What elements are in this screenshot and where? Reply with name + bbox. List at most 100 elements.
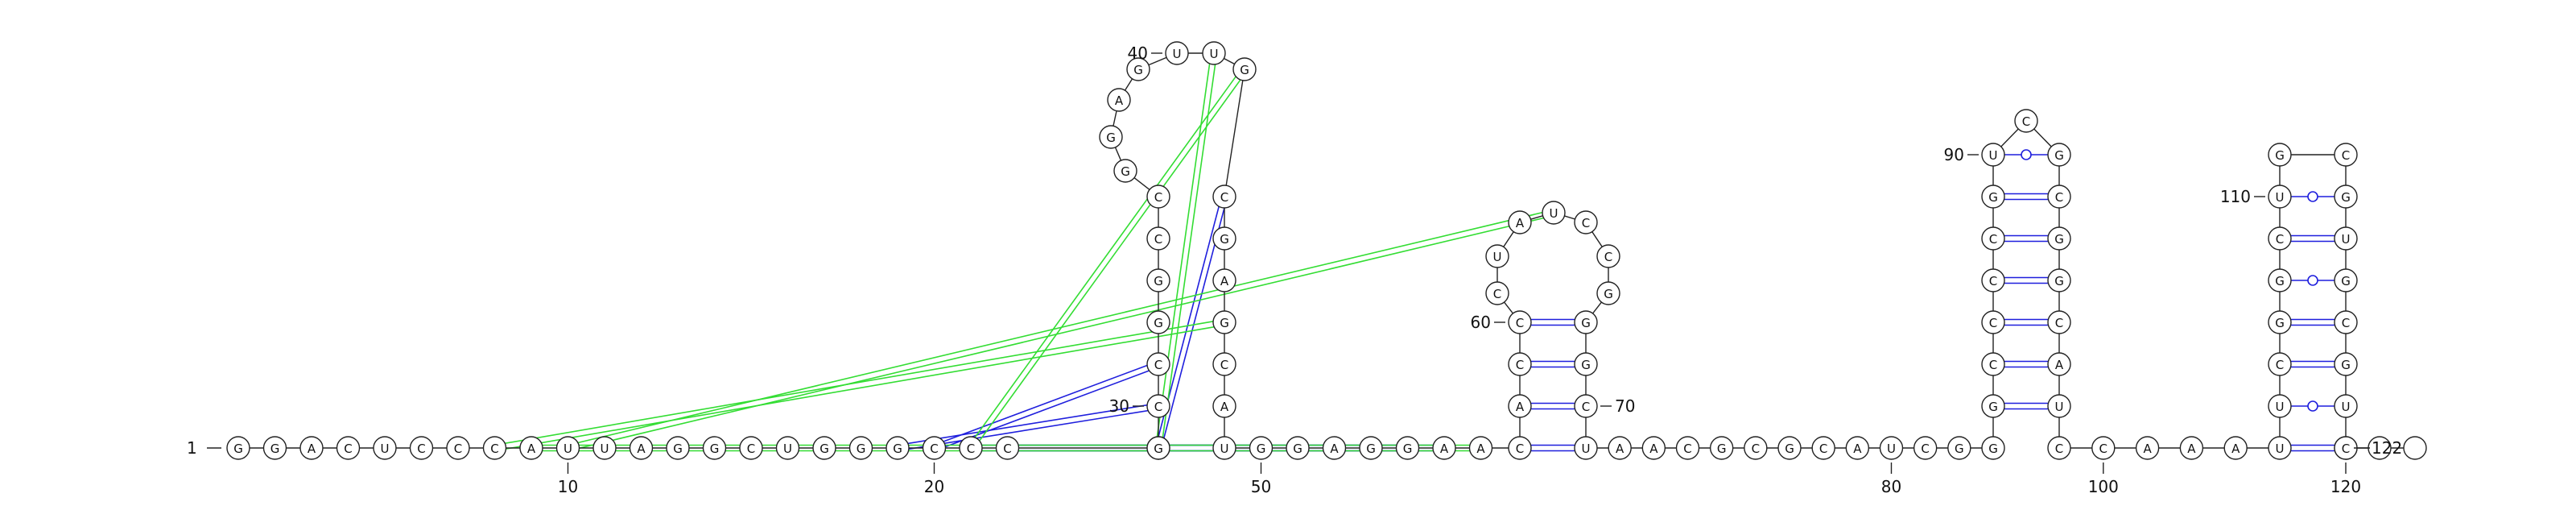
nucleotide-letter: G	[2341, 274, 2351, 288]
nucleotide: U	[1542, 201, 1566, 225]
nucleotide-circle	[1146, 394, 1170, 418]
nucleotide: G	[848, 436, 873, 460]
nucleotide: A	[629, 436, 654, 460]
nucleotide: A	[299, 436, 324, 460]
nucleotide-letter: C	[2342, 442, 2350, 456]
nucleotide: G	[1574, 352, 1598, 376]
nucleotide-letter: G	[1581, 358, 1591, 372]
nucleotide: A	[1212, 268, 1236, 292]
nucleotide: C	[2014, 109, 2038, 133]
position-label: 90	[1944, 145, 1964, 164]
nucleotide-letter: C	[1516, 442, 1524, 456]
nucleotide: U	[1165, 41, 1189, 65]
nucleotide: G	[1981, 394, 2005, 418]
nucleotide-letter: A	[1220, 274, 1229, 288]
nucleotide: G	[2268, 310, 2292, 334]
nucleotide-circle	[848, 436, 873, 460]
nucleotide-letter: C	[2055, 316, 2063, 330]
nucleotide: G	[1249, 436, 1274, 460]
nucleotide-circle	[1395, 436, 1420, 460]
nucleotide: C	[2268, 352, 2292, 376]
nucleotide: G	[1113, 159, 1137, 183]
nucleotide-circle	[1322, 436, 1347, 460]
nucleotide: G	[1596, 281, 1620, 305]
nucleotide-circle	[1212, 268, 1236, 292]
nucleotide-letter: G	[1366, 442, 1376, 456]
nucleotide-letter: G	[2054, 148, 2064, 163]
nucleotide-circle	[373, 436, 397, 460]
nucleotide-circle	[1508, 210, 1532, 234]
nucleotide-circle	[702, 436, 727, 460]
nucleotide-circle	[2334, 226, 2358, 251]
nucleotide: G	[2268, 143, 2292, 167]
nucleotide: G	[1146, 268, 1170, 292]
nucleotide-circle	[1981, 310, 2005, 334]
nucleotide-circle	[1574, 394, 1598, 418]
nucleotide: C	[739, 436, 763, 460]
nucleotide-circle	[1212, 352, 1236, 376]
nucleotide: G	[1981, 185, 2005, 209]
nucleotide-letter: G	[1154, 316, 1163, 330]
nucleotide-letter: C	[2342, 148, 2350, 163]
nucleotide: G	[1232, 57, 1257, 81]
nucleotide-circle	[1845, 436, 1870, 460]
nucleotide-letter: A	[1649, 442, 1658, 456]
nucleotide: C	[482, 436, 507, 460]
nucleotide-circle	[1879, 436, 1904, 460]
nucleotide: G	[2334, 268, 2358, 292]
nucleotide-letter: G	[2054, 274, 2064, 288]
nucleotide-letter: C	[1493, 287, 1501, 301]
nucleotide-letter: A	[1516, 216, 1525, 230]
nucleotide-circle	[1212, 310, 1236, 334]
nucleotide-letter: U	[783, 442, 792, 456]
nucleotide-circle	[1608, 436, 1632, 460]
nucleotide-layer: GGACUCCCAUUAGGCUGGGCCCGGCCGGCCGGAGUUGCGA…	[226, 41, 2427, 460]
nucleotide-circle	[1508, 436, 1532, 460]
base-pair-line	[972, 70, 1248, 450]
nucleotide: C	[1146, 352, 1170, 376]
nucleotide-circle	[1981, 436, 2005, 460]
base-pair-line	[1154, 52, 1212, 448]
nucleotide-circle	[1146, 310, 1170, 334]
nucleotide: C	[1212, 352, 1236, 376]
nucleotide-circle	[2268, 185, 2292, 209]
nucleotide: G	[2334, 352, 2358, 376]
position-label: 70	[1615, 396, 1635, 416]
nucleotide-circle	[2268, 226, 2292, 251]
nucleotide-letter: G	[2341, 358, 2351, 372]
nucleotide: A	[2135, 436, 2160, 460]
base-pair-line	[932, 360, 1158, 446]
nucleotide: C	[1675, 436, 1700, 460]
base-pair-line	[567, 209, 1554, 446]
nucleotide-circle	[2047, 394, 2071, 418]
nucleotide-circle	[1202, 41, 1226, 65]
position-label: 10	[558, 477, 578, 496]
nucleotide-letter: C	[1921, 442, 1929, 456]
nucleotide-letter: U	[1493, 250, 1502, 264]
nucleotide: C	[1146, 185, 1170, 209]
nucleotide-letter: C	[1989, 232, 1997, 247]
nucleotide-circle	[2047, 226, 2071, 251]
nucleotide: A	[1468, 436, 1493, 460]
nucleotide-letter: U	[601, 442, 609, 456]
nucleotide: C	[1913, 436, 1938, 460]
nucleotide-letter: C	[747, 442, 755, 456]
nucleotide: C	[2047, 436, 2071, 460]
nucleotide: U	[2268, 436, 2292, 460]
nucleotide-circle	[1675, 436, 1700, 460]
nucleotide: C	[1508, 310, 1532, 334]
nucleotide-letter: G	[2341, 190, 2351, 205]
nucleotide-letter: C	[1683, 442, 1691, 456]
nucleotide-letter: A	[2231, 442, 2240, 456]
base-pair-line	[1160, 53, 1218, 449]
nucleotide	[2403, 436, 2427, 460]
nucleotide: C	[1146, 394, 1170, 418]
position-label: 120	[2330, 477, 2361, 496]
nucleotide-letter: U	[1887, 442, 1896, 456]
nucleotide: A	[1107, 88, 1131, 112]
nucleotide-letter: G	[1257, 442, 1266, 456]
nucleotide-letter: A	[1330, 442, 1339, 456]
nucleotide-letter: G	[1581, 316, 1591, 330]
base-pair-line	[568, 214, 1554, 452]
